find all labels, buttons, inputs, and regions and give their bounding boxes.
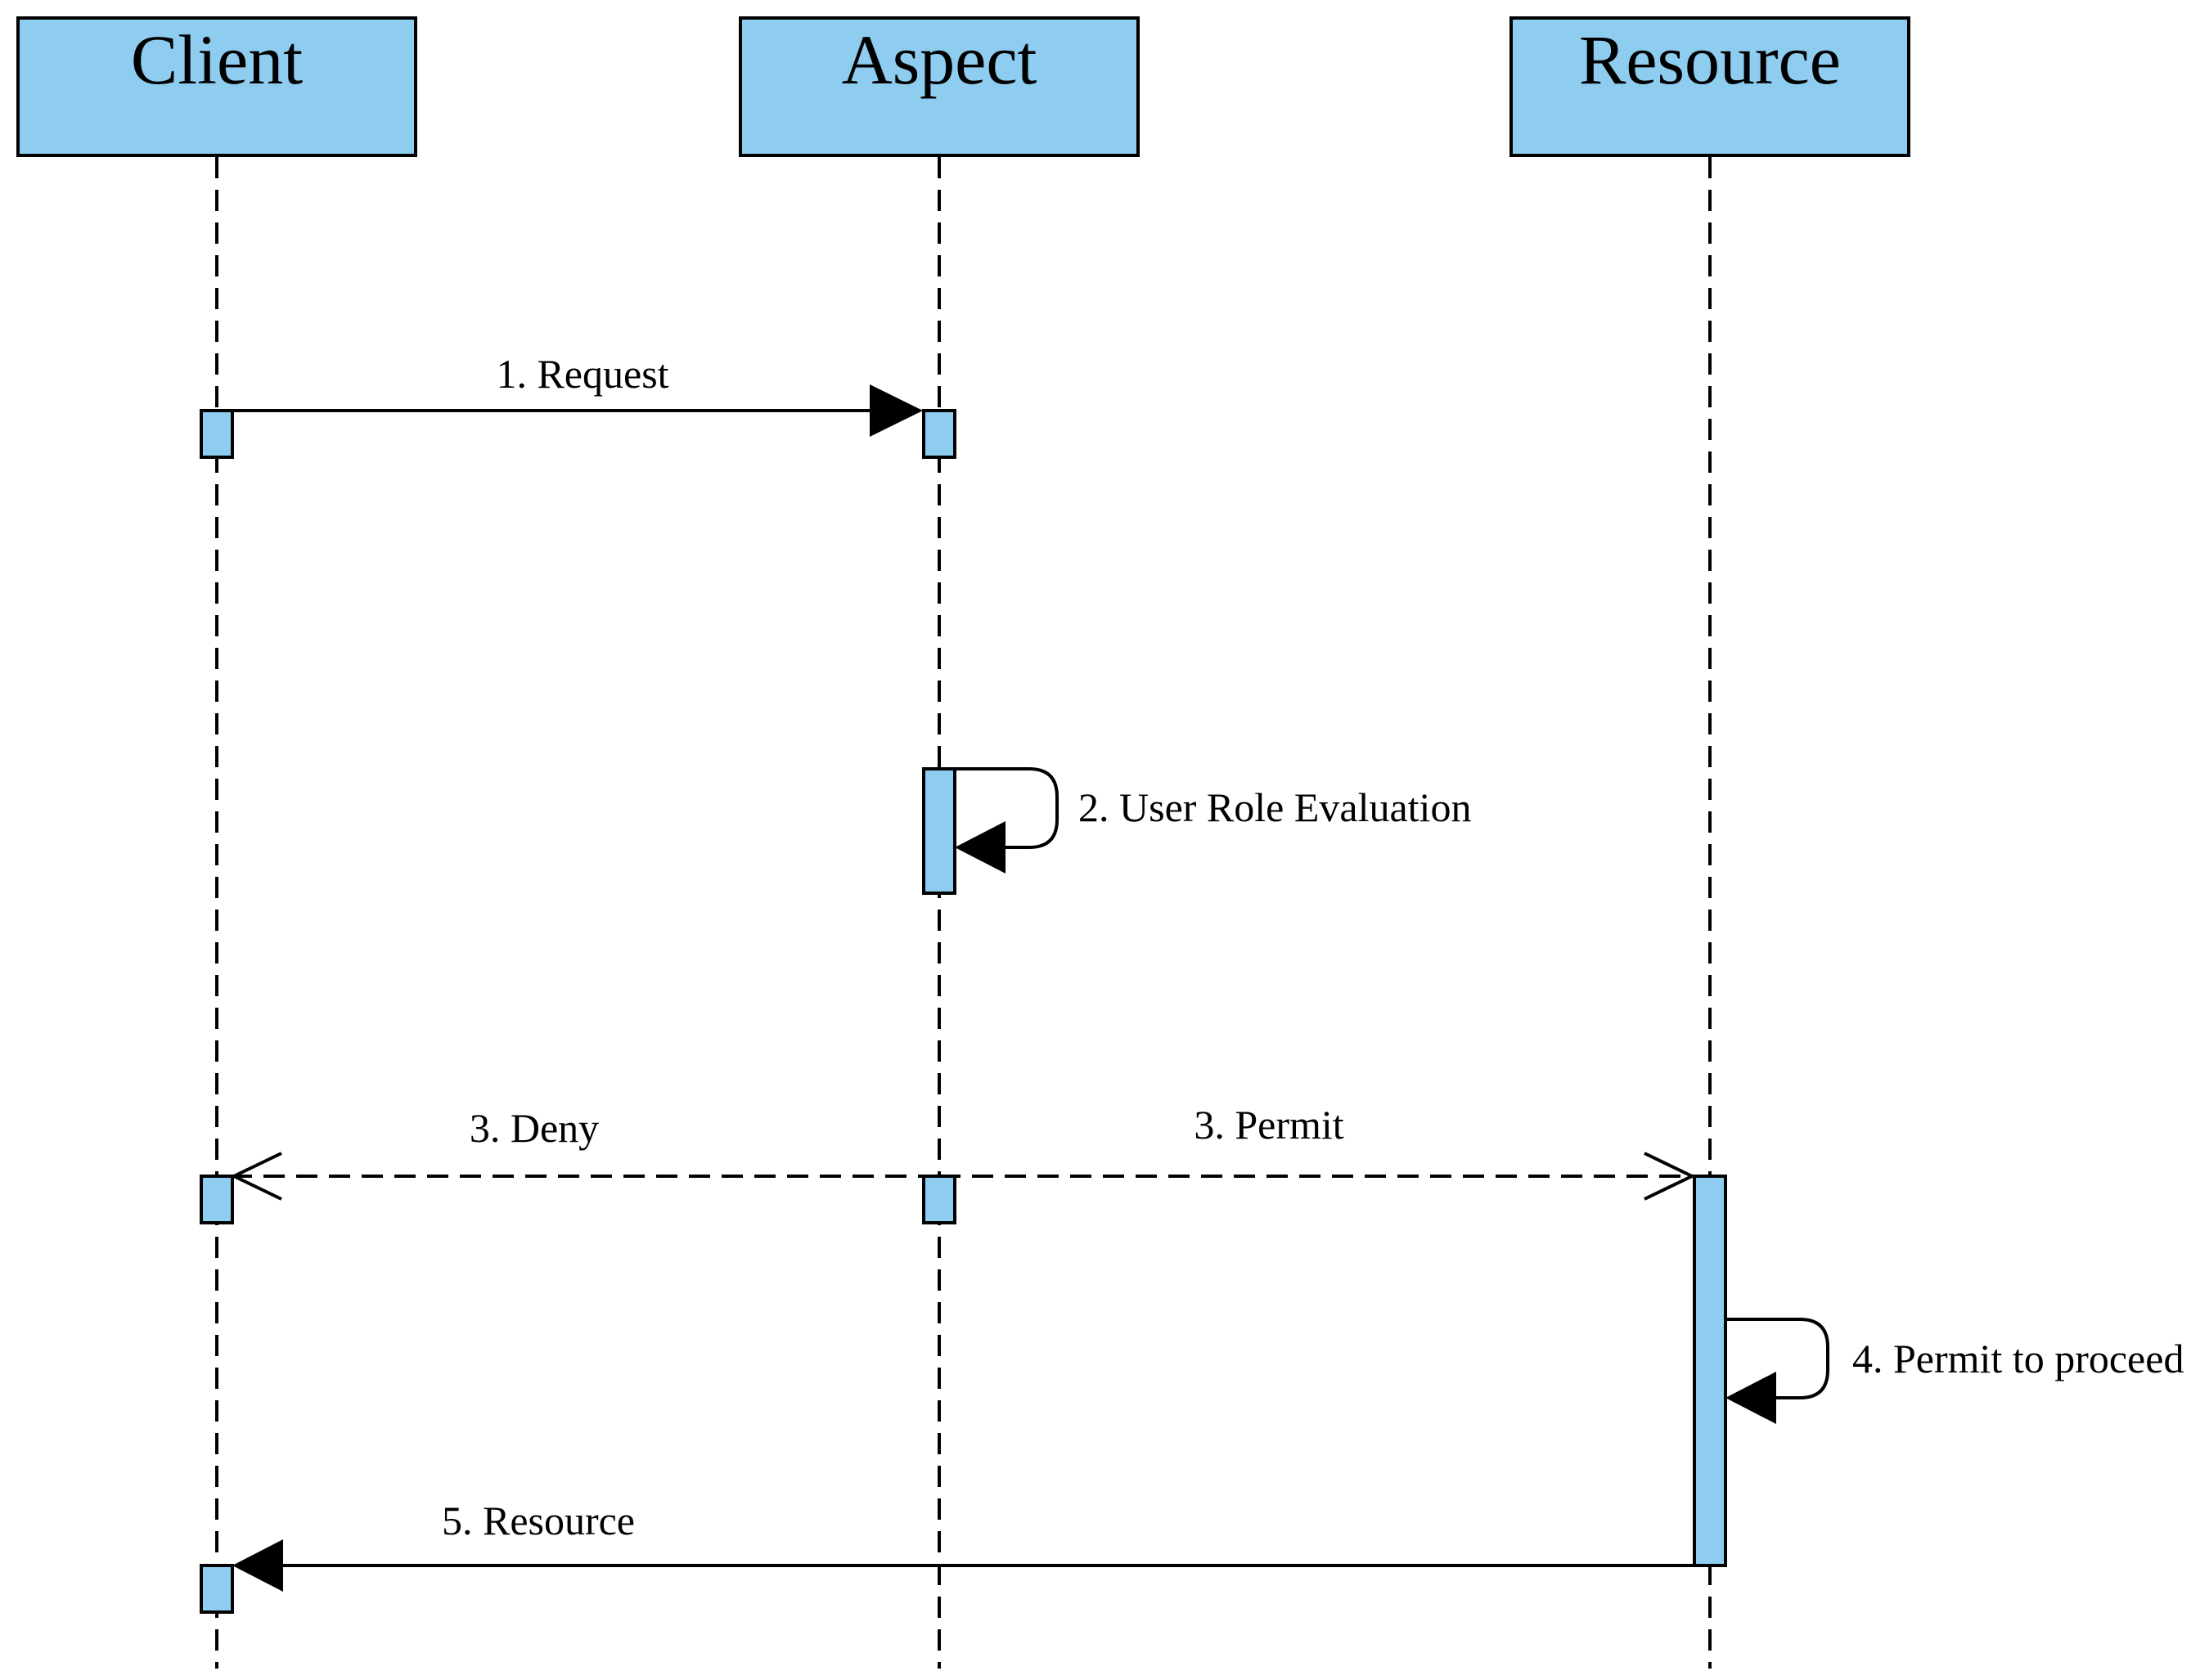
resource-label: 5. Resource xyxy=(442,1498,635,1543)
aspect-activation-evaluation xyxy=(922,767,956,895)
client-activation-resource xyxy=(200,1564,234,1614)
aspect-participant-box xyxy=(739,16,1140,157)
deny-message: 3. Deny xyxy=(230,1105,939,1201)
aspect-participant: Aspect xyxy=(739,16,1140,157)
permit-arrowhead xyxy=(1644,1152,1696,1201)
proceed-message: 4. Permit to proceed xyxy=(1725,1318,2184,1424)
aspect-activation-reply xyxy=(922,1175,956,1224)
resource-message: 5. Resource xyxy=(232,1498,1694,1592)
proceed-loop-line xyxy=(1725,1318,1829,1399)
resource-participant: Resource xyxy=(1509,16,1910,157)
evaluation-message: 2. User Role Evaluation xyxy=(955,767,1471,874)
client-activation-request xyxy=(200,409,234,459)
proceed-label: 4. Permit to proceed xyxy=(1852,1336,2184,1381)
request-message: 1. Request xyxy=(217,351,923,437)
resource-participant-box xyxy=(1509,16,1910,157)
resource-arrowhead xyxy=(232,1539,283,1592)
aspect-participant-label: Aspect xyxy=(842,20,1037,99)
client-participant: Client xyxy=(16,16,417,157)
request-arrowhead xyxy=(870,384,923,437)
evaluation-loop-line xyxy=(955,767,1059,849)
deny-label: 3. Deny xyxy=(470,1105,599,1151)
aspect-activation-request xyxy=(922,409,956,459)
resource-participant-label: Resource xyxy=(1579,20,1841,99)
client-participant-box xyxy=(16,16,417,157)
client-activation-deny xyxy=(200,1175,234,1224)
evaluation-label: 2. User Role Evaluation xyxy=(1078,784,1471,830)
client-participant-label: Client xyxy=(131,20,303,99)
request-label: 1. Request xyxy=(496,351,668,397)
resource-activation xyxy=(1693,1175,1727,1567)
permit-message: 3. Permit xyxy=(939,1102,1696,1201)
proceed-arrowhead xyxy=(1725,1372,1776,1424)
evaluation-arrowhead xyxy=(955,821,1006,874)
permit-label: 3. Permit xyxy=(1194,1102,1343,1148)
